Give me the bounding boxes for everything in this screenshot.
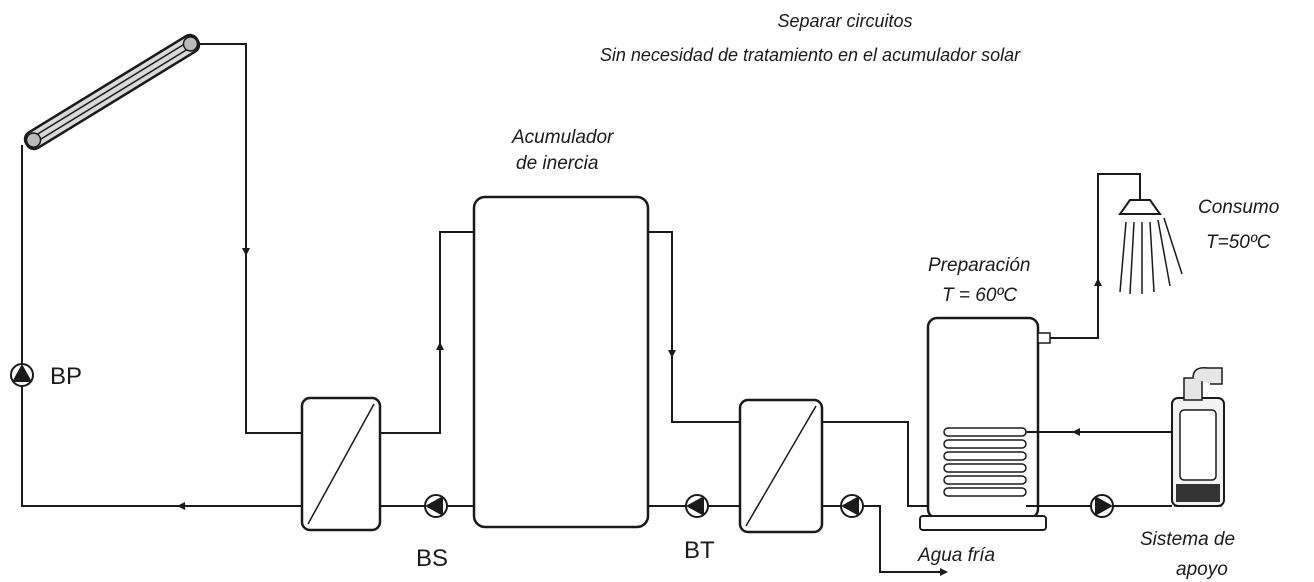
- pump-bs: [424, 494, 448, 518]
- header-line1: Separar circuitos: [777, 11, 912, 31]
- cold-water-label: Agua fría: [917, 545, 995, 566]
- inertia-tank-label-1: Acumulador: [511, 127, 614, 148]
- consumption-label-1: Consumo: [1198, 197, 1279, 218]
- inertia-tank: [472, 195, 650, 529]
- consumption-label-2: T=50ºC: [1206, 232, 1271, 253]
- secondary-circuit: [380, 231, 474, 507]
- pump-bt-label: BT: [684, 537, 715, 564]
- preparation-label-1: Preparación: [928, 255, 1030, 276]
- pump-bt: [685, 494, 709, 518]
- preparation-label-2: T = 60ºC: [942, 285, 1017, 306]
- consumption-circuit: [1050, 173, 1141, 339]
- header-line2: Sin necesidad de tratamiento en el acumu…: [600, 45, 1021, 65]
- heat-exchanger-2: [738, 398, 824, 534]
- pump-bp: [10, 363, 34, 387]
- heat-exchanger-1: [300, 396, 382, 532]
- tertiary-circuit: [648, 231, 740, 507]
- inertia-tank-label-2: de inercia: [516, 153, 598, 174]
- preparation-tank: [919, 316, 1051, 531]
- pump-cold-water: [840, 494, 864, 518]
- backup-circuit: [1026, 428, 1172, 507]
- pump-bp-label: BP: [50, 363, 82, 390]
- shower-head-icon: [1118, 199, 1183, 295]
- solar-primary-circuit: [21, 43, 302, 510]
- pump-backup: [1090, 494, 1114, 518]
- pump-bs-label: BS: [416, 545, 448, 572]
- boiler-icon: [1171, 366, 1225, 507]
- solar-collector: [23, 33, 201, 151]
- backup-label-2: apoyo: [1176, 559, 1228, 580]
- backup-label-1: Sistema de: [1140, 529, 1235, 550]
